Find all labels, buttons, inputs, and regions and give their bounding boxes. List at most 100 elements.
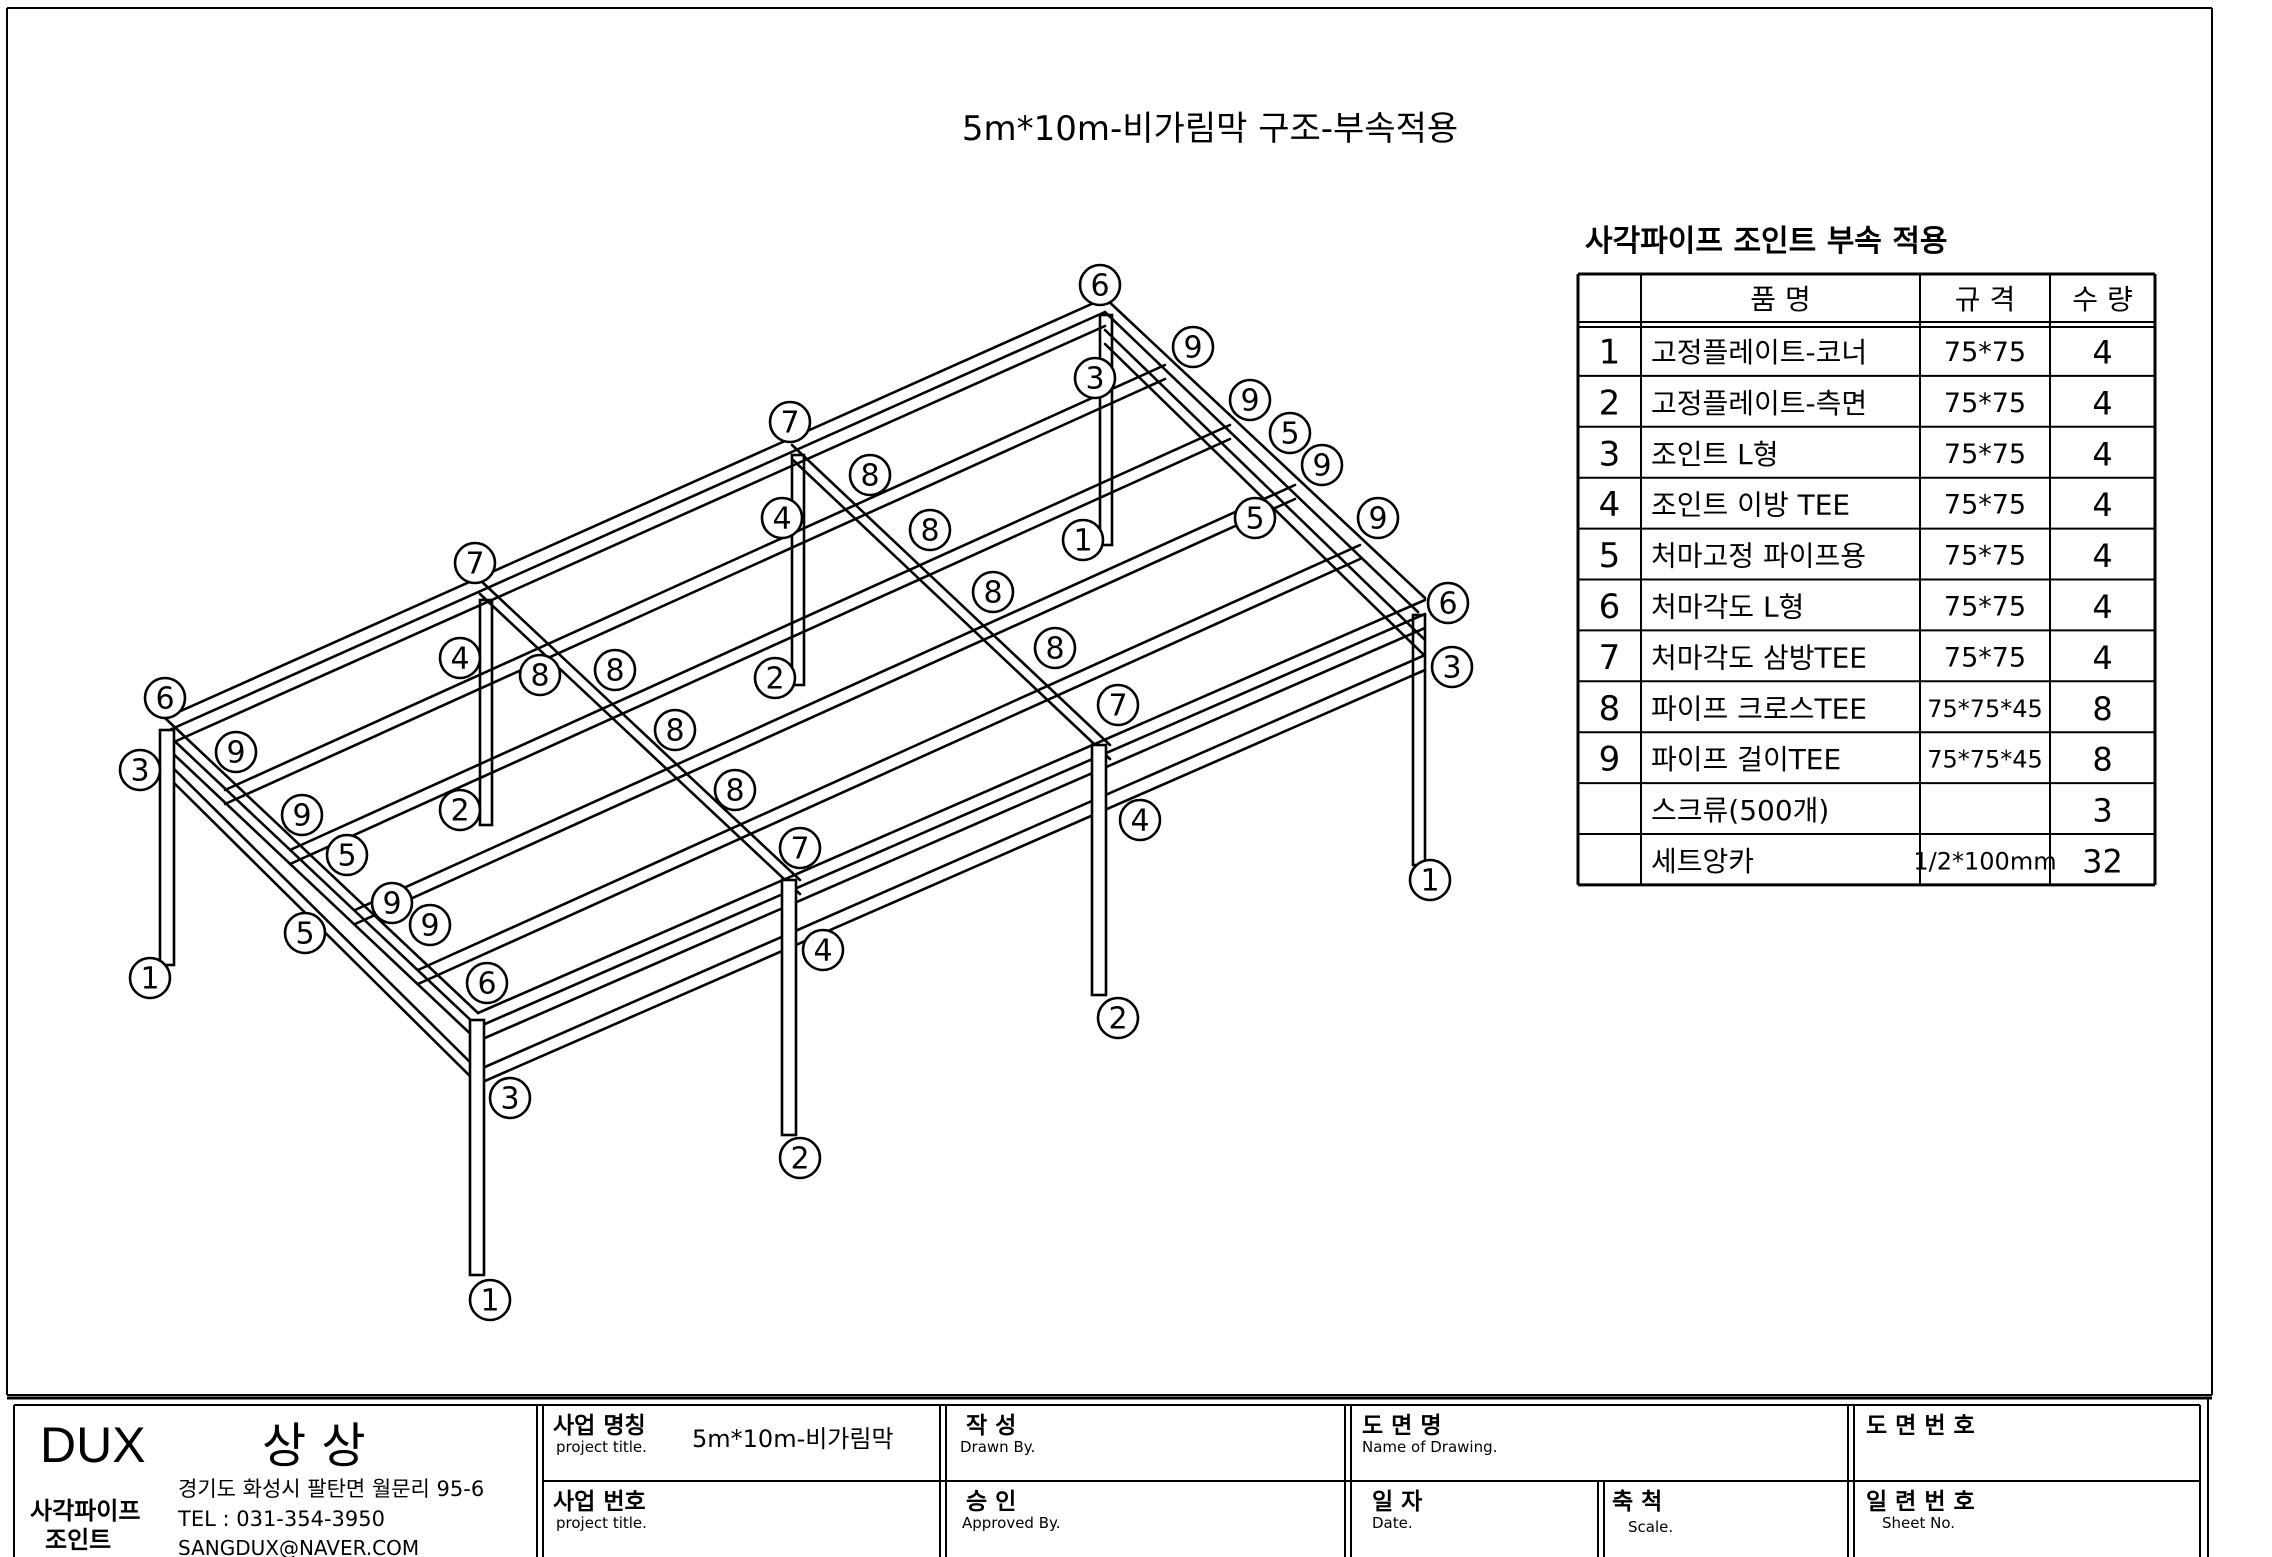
svg-text:7: 7 <box>780 406 799 441</box>
callout-balloon-9: 9 <box>1228 378 1272 422</box>
svg-text:6: 6 <box>477 967 496 1002</box>
svg-text:8: 8 <box>860 459 879 494</box>
svg-text:9: 9 <box>292 799 311 834</box>
svg-text:8: 8 <box>665 714 684 749</box>
svg-text:9: 9 <box>1183 331 1202 366</box>
svg-text:6: 6 <box>1438 587 1457 622</box>
svg-text:5: 5 <box>1280 417 1299 452</box>
svg-text:8: 8 <box>1045 632 1064 667</box>
callout-balloon-5: 5 <box>325 833 369 877</box>
iso-frame <box>158 296 1427 1277</box>
parts-table-row-no: 5 <box>1599 536 1621 576</box>
callout-balloon-6: 6 <box>143 676 187 720</box>
callout-balloon-7: 7 <box>768 400 812 444</box>
parts-table-row-name: 세트앙카 <box>1651 845 1754 878</box>
approved-label: 승 인 <box>966 1489 1016 1515</box>
svg-text:8: 8 <box>725 774 744 809</box>
parts-table-row-spec: 75*75 <box>1944 439 2026 470</box>
svg-text:2: 2 <box>790 1142 809 1177</box>
callout-balloon-8: 8 <box>971 570 1015 614</box>
project-name-sub: project title. <box>556 1438 647 1456</box>
callout-balloon-4: 4 <box>801 928 845 972</box>
project-name-label: 사업 명칭 <box>553 1413 646 1439</box>
callout-balloon-6: 6 <box>465 961 509 1005</box>
project-no-label: 사업 번호 <box>553 1489 646 1515</box>
drawing-title: 5m*10m-비가림막 구조-부속적용 <box>962 109 1458 149</box>
drawing-name-sub: Name of Drawing. <box>1362 1438 1497 1456</box>
svg-text:3: 3 <box>500 1082 519 1117</box>
callout-balloon-1: 1 <box>128 956 172 1000</box>
drawn-sub: Drawn By. <box>960 1438 1035 1456</box>
svg-text:7: 7 <box>465 547 484 582</box>
drawing-name-label: 도 면 명 <box>1362 1413 1442 1439</box>
parts-table-row-qty: 4 <box>2092 333 2112 371</box>
svg-text:6: 6 <box>1090 269 1109 304</box>
svg-text:4: 4 <box>450 642 469 677</box>
callout-balloon-7: 7 <box>1096 683 1140 727</box>
parts-table-row-spec: 1/2*100mm <box>1913 847 2056 875</box>
parts-table-row-name: 스크류(500개) <box>1651 794 1829 827</box>
scale-label: 축 척 <box>1612 1489 1662 1515</box>
callout-balloon-4: 4 <box>438 636 482 680</box>
parts-table-row-name: 처마고정 파이프용 <box>1651 540 1866 573</box>
parts-table-row-name: 처마각도 삼방TEE <box>1651 641 1867 674</box>
parts-table-row-name: 고정플레이트-코너 <box>1651 336 1867 369</box>
callout-balloon-9: 9 <box>280 793 324 837</box>
callout-balloon-9: 9 <box>1300 443 1344 487</box>
callout-balloon-9: 9 <box>408 903 452 947</box>
parts-table-row-qty: 8 <box>2092 690 2112 728</box>
callout-balloon-8: 8 <box>653 708 697 752</box>
svg-text:3: 3 <box>1442 651 1461 686</box>
svg-text:5: 5 <box>295 917 314 952</box>
svg-text:8: 8 <box>920 514 939 549</box>
parts-table-row-name: 파이프 걸이TEE <box>1651 743 1841 776</box>
parts-table-row-no: 9 <box>1599 740 1621 780</box>
svg-text:4: 4 <box>1130 804 1149 839</box>
svg-text:7: 7 <box>1108 689 1127 724</box>
parts-table-row-qty: 3 <box>2092 792 2112 830</box>
svg-text:9: 9 <box>382 887 401 922</box>
callout-balloon-1: 1 <box>468 1278 512 1322</box>
svg-text:8: 8 <box>530 659 549 694</box>
callout-balloon-2: 2 <box>778 1136 822 1180</box>
parts-table-row-spec: 75*75*45 <box>1927 695 2043 723</box>
sheet-no-sub: Sheet No. <box>1882 1514 1955 1532</box>
parts-table-header-name: 품 명 <box>1750 283 1810 316</box>
svg-text:9: 9 <box>1368 502 1387 537</box>
parts-table-row-name: 조인트 이방 TEE <box>1651 489 1850 522</box>
callout-balloon-5: 5 <box>1268 411 1312 455</box>
svg-text:6: 6 <box>155 682 174 717</box>
callout-balloon-7: 7 <box>453 541 497 585</box>
parts-table-row-spec: 75*75 <box>1944 642 2026 673</box>
svg-text:9: 9 <box>1240 384 1259 419</box>
title-block <box>7 1396 2212 1557</box>
parts-table-row-no: 1 <box>1599 332 1621 372</box>
company-product-line1: 사각파이프 <box>30 1497 140 1525</box>
callout-balloon-1: 1 <box>1408 858 1452 902</box>
callout-balloon-3: 3 <box>118 748 162 792</box>
svg-text:2: 2 <box>1108 1002 1127 1037</box>
parts-table-row-name: 조인트 L형 <box>1651 438 1779 471</box>
post-front-right <box>1090 743 1108 997</box>
parts-table-header-spec: 규 격 <box>1955 283 2015 316</box>
svg-text:1: 1 <box>1420 864 1439 899</box>
callout-balloon-5: 5 <box>283 911 327 955</box>
parts-table-row-no: 4 <box>1599 485 1621 525</box>
parts-table-row-no: 2 <box>1599 383 1621 423</box>
callout-balloon-9: 9 <box>370 881 414 925</box>
parts-table-row-spec: 75*75 <box>1944 591 2026 622</box>
svg-text:4: 4 <box>813 934 832 969</box>
callout-balloon-4: 4 <box>1118 798 1162 842</box>
parts-table-row-no: 3 <box>1599 434 1621 474</box>
callout-balloon-3: 3 <box>1073 356 1117 400</box>
callout-balloon-3: 3 <box>488 1076 532 1120</box>
parts-table-row-spec: 75*75 <box>1944 388 2026 419</box>
callout-balloon-8: 8 <box>713 768 757 812</box>
callout-balloon-2: 2 <box>753 656 797 700</box>
company-name: 상 상 <box>262 1418 366 1474</box>
company-tel: TEL : 031-354-3950 <box>177 1507 385 1531</box>
parts-table-row-qty: 4 <box>2092 537 2112 575</box>
parts-table-row-qty: 4 <box>2092 588 2112 626</box>
